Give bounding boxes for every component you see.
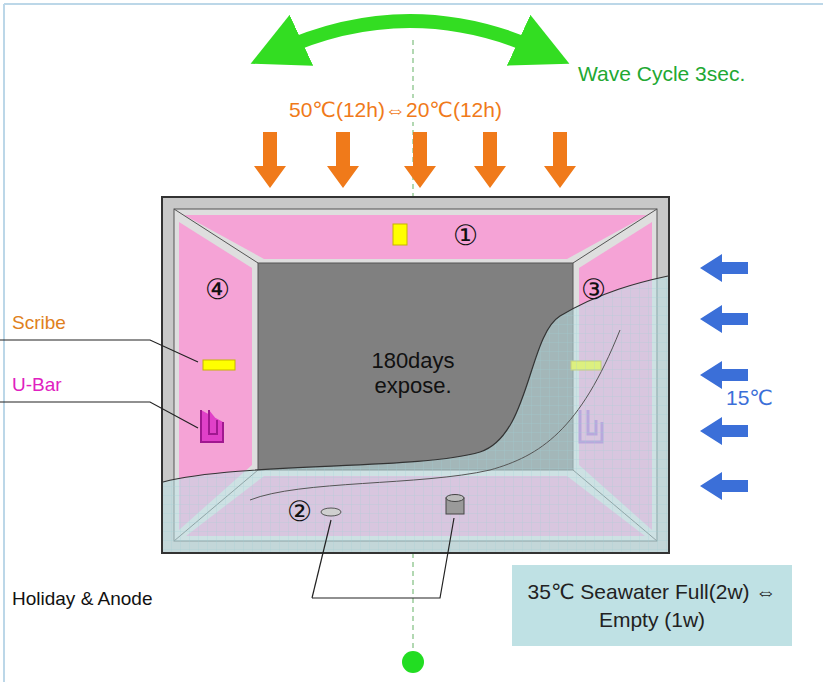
temperature-note: 15℃ bbox=[726, 386, 773, 410]
callout-number: ② bbox=[287, 496, 312, 528]
callout-number: ④ bbox=[205, 274, 230, 306]
condition-box: 35℃ Seawater Full(2w) ⇔ Empty (1w) bbox=[512, 565, 792, 646]
tank bbox=[162, 197, 669, 553]
leader-line bbox=[0, 402, 198, 428]
cooling-arrows bbox=[700, 254, 748, 500]
scribe-mark bbox=[203, 360, 235, 370]
u-bar bbox=[201, 410, 223, 442]
condition-text: 35℃ Seawater Full(2w) ⇔ Empty (1w) bbox=[528, 580, 777, 630]
heat-arrows bbox=[254, 132, 576, 188]
part-label: Scribe bbox=[12, 312, 66, 334]
part-label: Holiday & Anode bbox=[12, 588, 153, 610]
part-label: U-Bar bbox=[12, 374, 62, 396]
callout-number: ③ bbox=[581, 274, 606, 306]
slide-border bbox=[4, 3, 823, 5]
exposure-note: 180days expose. bbox=[339, 348, 487, 399]
pivot-dot bbox=[402, 651, 424, 673]
holiday bbox=[321, 508, 341, 516]
water-line bbox=[163, 276, 668, 482]
temperature-note: 50℃(12h)⇔20℃(12h) bbox=[285, 98, 506, 122]
leader-line bbox=[0, 340, 198, 362]
leader-line bbox=[312, 518, 454, 598]
callout-number: ① bbox=[453, 220, 478, 252]
wave-arrow bbox=[276, 21, 544, 52]
water-contour bbox=[250, 330, 620, 500]
seawater bbox=[163, 276, 668, 552]
slide-border bbox=[3, 4, 5, 682]
anode bbox=[446, 495, 464, 515]
leader-line bbox=[312, 520, 331, 598]
scribe-mark bbox=[393, 224, 407, 245]
seawater-mesh bbox=[163, 276, 668, 552]
wave-note: Wave Cycle 3sec. bbox=[578, 62, 745, 86]
